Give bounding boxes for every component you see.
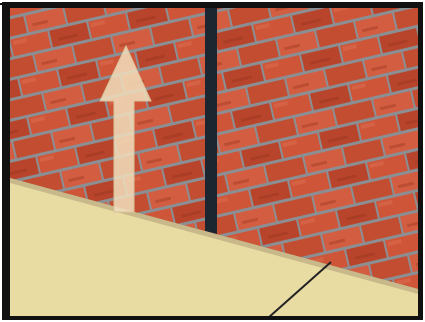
upward-arrow bbox=[99, 44, 152, 213]
frame-border bbox=[2, 2, 423, 320]
floor-slab bbox=[10, 178, 418, 318]
floor-edge-shadow bbox=[10, 178, 418, 294]
expansion-joint bbox=[205, 8, 217, 234]
floor-crack bbox=[267, 261, 332, 319]
